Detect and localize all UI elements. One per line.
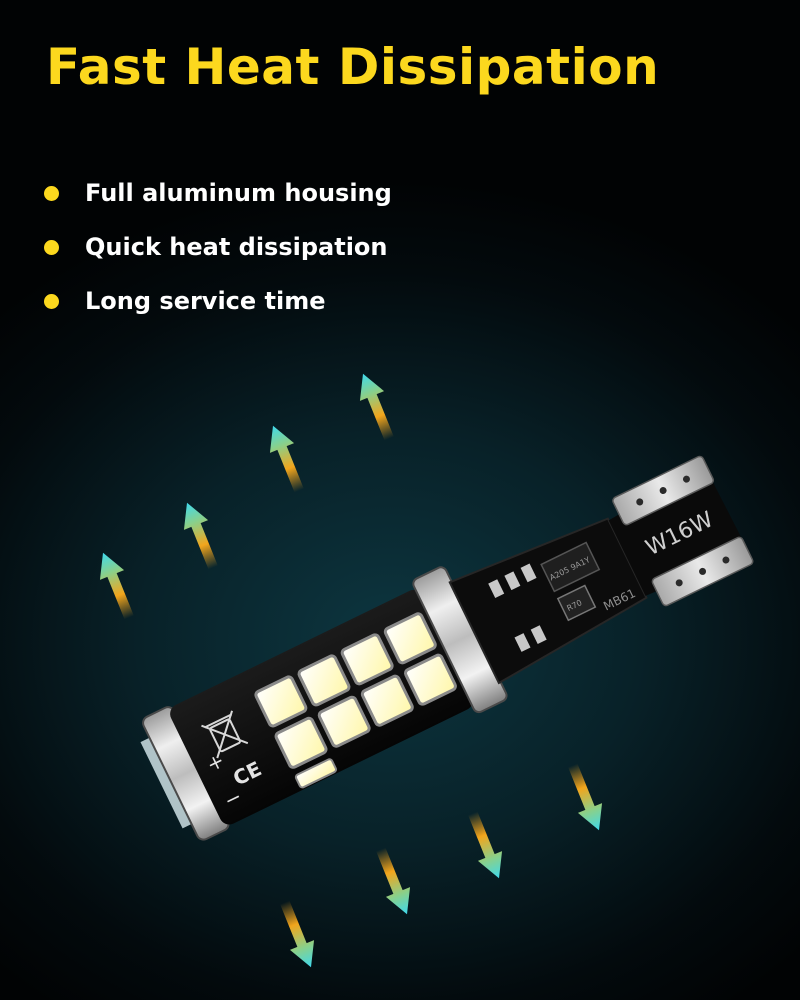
list-item: Quick heat dissipation [44, 220, 392, 274]
feature-list: Full aluminum housing Quick heat dissipa… [44, 166, 392, 328]
led-chip-array [254, 612, 457, 789]
feature-label: Full aluminum housing [85, 179, 392, 207]
heat-arrows-down [272, 760, 612, 973]
heat-arrows-up [90, 368, 402, 623]
bullet-dot-icon [44, 239, 59, 255]
list-item: Long service time [44, 274, 392, 328]
list-item: Full aluminum housing [44, 166, 392, 220]
bullet-dot-icon [44, 185, 59, 201]
driver-components [488, 541, 601, 652]
page-title: Fast Heat Dissipation [46, 38, 660, 96]
feature-label: Quick heat dissipation [85, 233, 388, 261]
led-bulb: CE + − + − A205 9A1Y R70 MB61 [140, 455, 754, 841]
feature-label: Long service time [85, 287, 326, 315]
weee-bin-icon [201, 710, 249, 759]
bullet-dot-icon [44, 293, 59, 309]
